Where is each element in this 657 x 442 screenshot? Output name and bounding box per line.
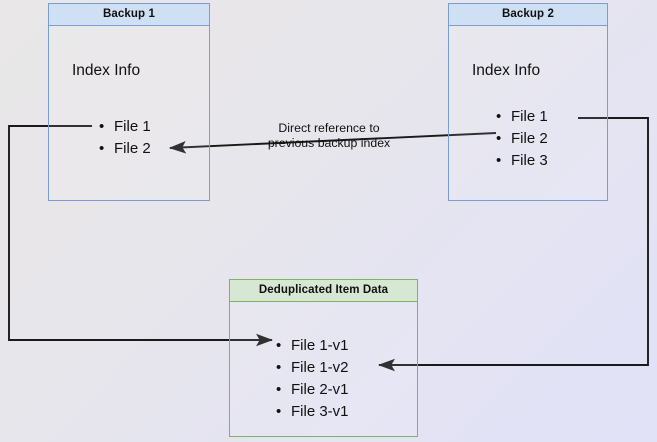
direct-reference-caption: Direct reference to previous backup inde… bbox=[246, 121, 412, 151]
deduplicated-file-list: File 1-v1 File 1-v2 File 2-v1 File 3-v1 bbox=[276, 335, 349, 423]
list-item: File 2 bbox=[99, 138, 151, 160]
list-item: File 1 bbox=[99, 116, 151, 138]
backup-1-index-info-label: Index Info bbox=[72, 62, 141, 79]
list-item: File 3 bbox=[496, 150, 548, 172]
backup-1-box[interactable]: Backup 1 Index Info File 1 File 2 bbox=[48, 3, 210, 201]
list-item: File 3-v1 bbox=[276, 401, 349, 423]
list-item: File 2 bbox=[496, 128, 548, 150]
deduplicated-item-data-title: Deduplicated Item Data bbox=[230, 280, 417, 302]
backup-2-body: Index Info File 1 File 2 File 3 bbox=[449, 26, 607, 200]
list-item: File 2-v1 bbox=[276, 379, 349, 401]
direct-reference-caption-line-1: Direct reference to bbox=[278, 121, 380, 135]
list-item: File 1 bbox=[496, 106, 548, 128]
deduplicated-item-data-body: File 1-v1 File 1-v2 File 2-v1 File 3-v1 bbox=[230, 302, 417, 436]
backup-1-body: Index Info File 1 File 2 bbox=[49, 26, 209, 200]
backup-2-file-list: File 1 File 2 File 3 bbox=[496, 106, 548, 172]
backup-1-title: Backup 1 bbox=[49, 4, 209, 26]
direct-reference-caption-line-2: previous backup index bbox=[267, 136, 391, 150]
backup-2-title: Backup 2 bbox=[449, 4, 607, 26]
backup-2-box[interactable]: Backup 2 Index Info File 1 File 2 File 3 bbox=[448, 3, 608, 201]
backup-2-index-info-label: Index Info bbox=[472, 62, 541, 79]
list-item: File 1-v1 bbox=[276, 335, 349, 357]
backup-1-file-list: File 1 File 2 bbox=[99, 116, 151, 160]
list-item: File 1-v2 bbox=[276, 357, 349, 379]
deduplicated-item-data-box[interactable]: Deduplicated Item Data File 1-v1 File 1-… bbox=[229, 279, 418, 437]
